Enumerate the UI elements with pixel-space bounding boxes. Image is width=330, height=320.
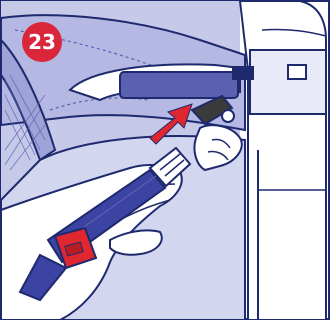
step-number: 23 bbox=[28, 30, 56, 54]
step-badge: 23 bbox=[22, 22, 62, 62]
indicator-window bbox=[288, 65, 306, 79]
seat-base-column bbox=[240, 1, 326, 320]
